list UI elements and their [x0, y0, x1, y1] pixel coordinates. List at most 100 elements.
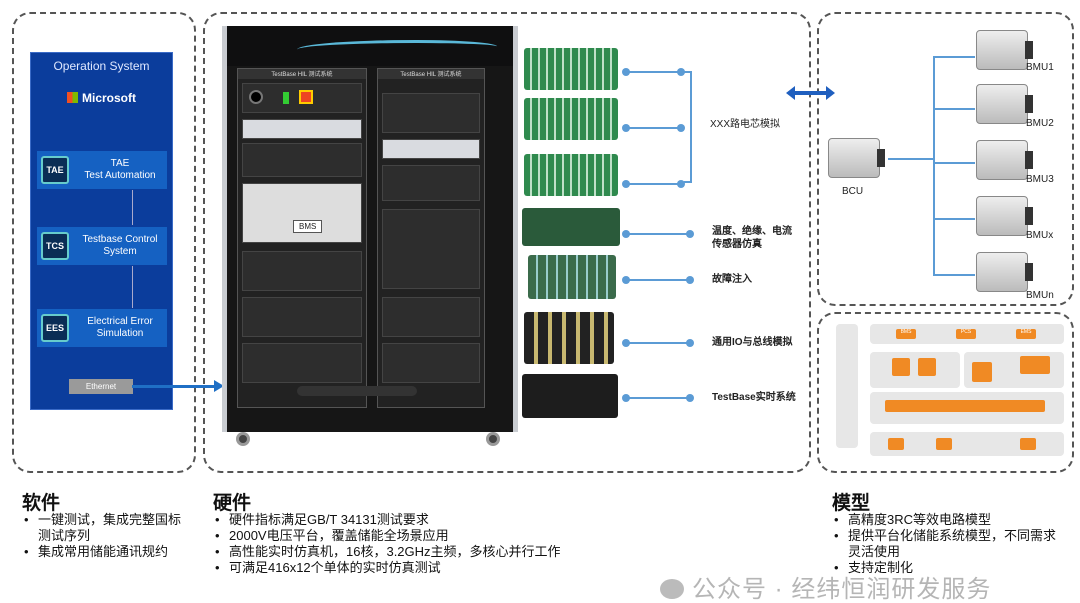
model-block: [888, 438, 904, 450]
fault-card: [528, 255, 616, 299]
software-list: 一键测试，集成完整国标测试序列 集成常用储能通讯规约: [24, 512, 190, 560]
rack-slot: [242, 297, 362, 337]
dot-icon: [622, 394, 630, 402]
model-block: [918, 358, 936, 376]
sensor-label-line: 温度、绝缘、电流: [712, 226, 792, 237]
rack-label: TestBase HIL 测试系统: [378, 69, 484, 79]
rack-slot: [382, 93, 480, 133]
model-block: [972, 362, 992, 382]
dot-icon: [622, 339, 630, 347]
control-panel: [242, 83, 362, 113]
bmu-label: BMU3: [1026, 174, 1054, 185]
wheel-icon: [486, 432, 500, 446]
module-label: Test Automation: [84, 170, 156, 181]
bmu-unit: [976, 196, 1033, 236]
module-label: System: [103, 246, 137, 257]
virtual-control-model: BMS PCS EMS: [870, 324, 1064, 344]
rack-slot: [382, 165, 480, 201]
windows-icon: [67, 92, 78, 103]
list-item: 一键测试，集成完整国标测试序列: [24, 512, 190, 544]
bmu-label: BMU1: [1026, 62, 1054, 73]
arrow-head-icon: [826, 86, 835, 100]
bmu-unit: [976, 140, 1033, 180]
model-block: [1020, 438, 1036, 450]
connector: [626, 71, 684, 73]
list-item: 硬件指标满足GB/T 34131测试要求: [215, 512, 645, 528]
bcu-unit: [828, 138, 885, 178]
list-item: 支持定制化: [834, 560, 1060, 576]
connector: [626, 279, 690, 281]
bracket: [684, 71, 692, 183]
arrow-down-icon: [132, 266, 133, 308]
bms-module: BMS: [242, 183, 362, 243]
wheel-icon: [236, 432, 250, 446]
module-label: TAE: [110, 158, 130, 169]
rack-slot: [242, 343, 362, 383]
rack-slot: [382, 209, 480, 289]
bmu-unit: [976, 30, 1033, 70]
hardware-region: [203, 12, 811, 473]
power-supply: [382, 139, 480, 159]
emergency-stop-icon: [299, 90, 313, 104]
dot-icon: [686, 339, 694, 347]
module-label: Testbase Control: [82, 234, 158, 245]
rack-right-column: TestBase HIL 测试系统: [377, 68, 485, 408]
list-item: 高精度3RC等效电路模型: [834, 512, 1060, 528]
bcu-label: BCU: [842, 186, 864, 197]
indicator-icon: [283, 92, 289, 104]
dot-icon: [677, 124, 685, 132]
hil-rack: TestBase HIL 测试系统 BMS TestBase HIL 测试系统: [222, 26, 518, 432]
bmu-label: BMU2: [1026, 118, 1054, 129]
rack-slot: [382, 297, 480, 337]
model-heading: 模型: [832, 493, 871, 514]
model-block: [936, 438, 952, 450]
model-region: [817, 312, 1074, 473]
model-block: [1020, 356, 1050, 374]
battery-cluster-model: [870, 392, 1064, 424]
connector: [626, 397, 690, 399]
model-block: [892, 358, 910, 376]
bms-topology-region: [817, 12, 1074, 306]
tae-icon: TAE: [41, 156, 69, 184]
ethernet-port: Ethernet: [69, 379, 133, 394]
rack-handle: [297, 386, 417, 396]
battery-model: [870, 432, 1064, 456]
bmu-unit: [976, 84, 1033, 124]
rack-label: TestBase HIL 测试系统: [238, 69, 366, 79]
list-item: 可满足416x12个单体的实时仿真测试: [215, 560, 645, 576]
hardware-heading: 硬件: [213, 493, 252, 514]
sensor-label-line: 传感器仿真: [712, 239, 762, 250]
connector: [626, 127, 684, 129]
rack-slot: [242, 251, 362, 291]
dot-icon: [686, 230, 694, 238]
dot-icon: [622, 180, 630, 188]
realtime-label: TestBase实时系统: [712, 392, 796, 403]
rack-top: [227, 26, 513, 66]
tree-line: [933, 218, 975, 220]
tcs-icon: TCS: [41, 232, 69, 260]
sensor-card: [522, 208, 620, 246]
cell-sim-label: XXX路电芯模拟: [710, 119, 781, 130]
module-label: Electrical Error: [87, 316, 153, 327]
dot-icon: [677, 180, 685, 188]
realtime-pc: [522, 374, 618, 418]
connector: [626, 233, 690, 235]
list-item: 高性能实时仿真机，16核，3.2GHz主频，多核心并行工作: [215, 544, 645, 560]
rack-slot: [382, 343, 480, 383]
dot-icon: [686, 276, 694, 284]
double-arrow-icon: [790, 91, 830, 95]
panel-title: Operation System: [53, 59, 150, 73]
list-item: 提供平台化储能系统模型，不同需求灵活使用: [834, 528, 1060, 560]
bms-label: BMS: [293, 220, 323, 233]
ethernet-arrow-icon: [132, 385, 220, 388]
wechat-icon: [660, 579, 684, 599]
list-item: 集成常用储能通讯规约: [24, 544, 190, 560]
connector: [626, 342, 690, 344]
software-region: [12, 12, 196, 473]
rack-left-column: TestBase HIL 测试系统 BMS: [237, 68, 367, 408]
dot-icon: [677, 68, 685, 76]
tree-line: [933, 56, 975, 58]
